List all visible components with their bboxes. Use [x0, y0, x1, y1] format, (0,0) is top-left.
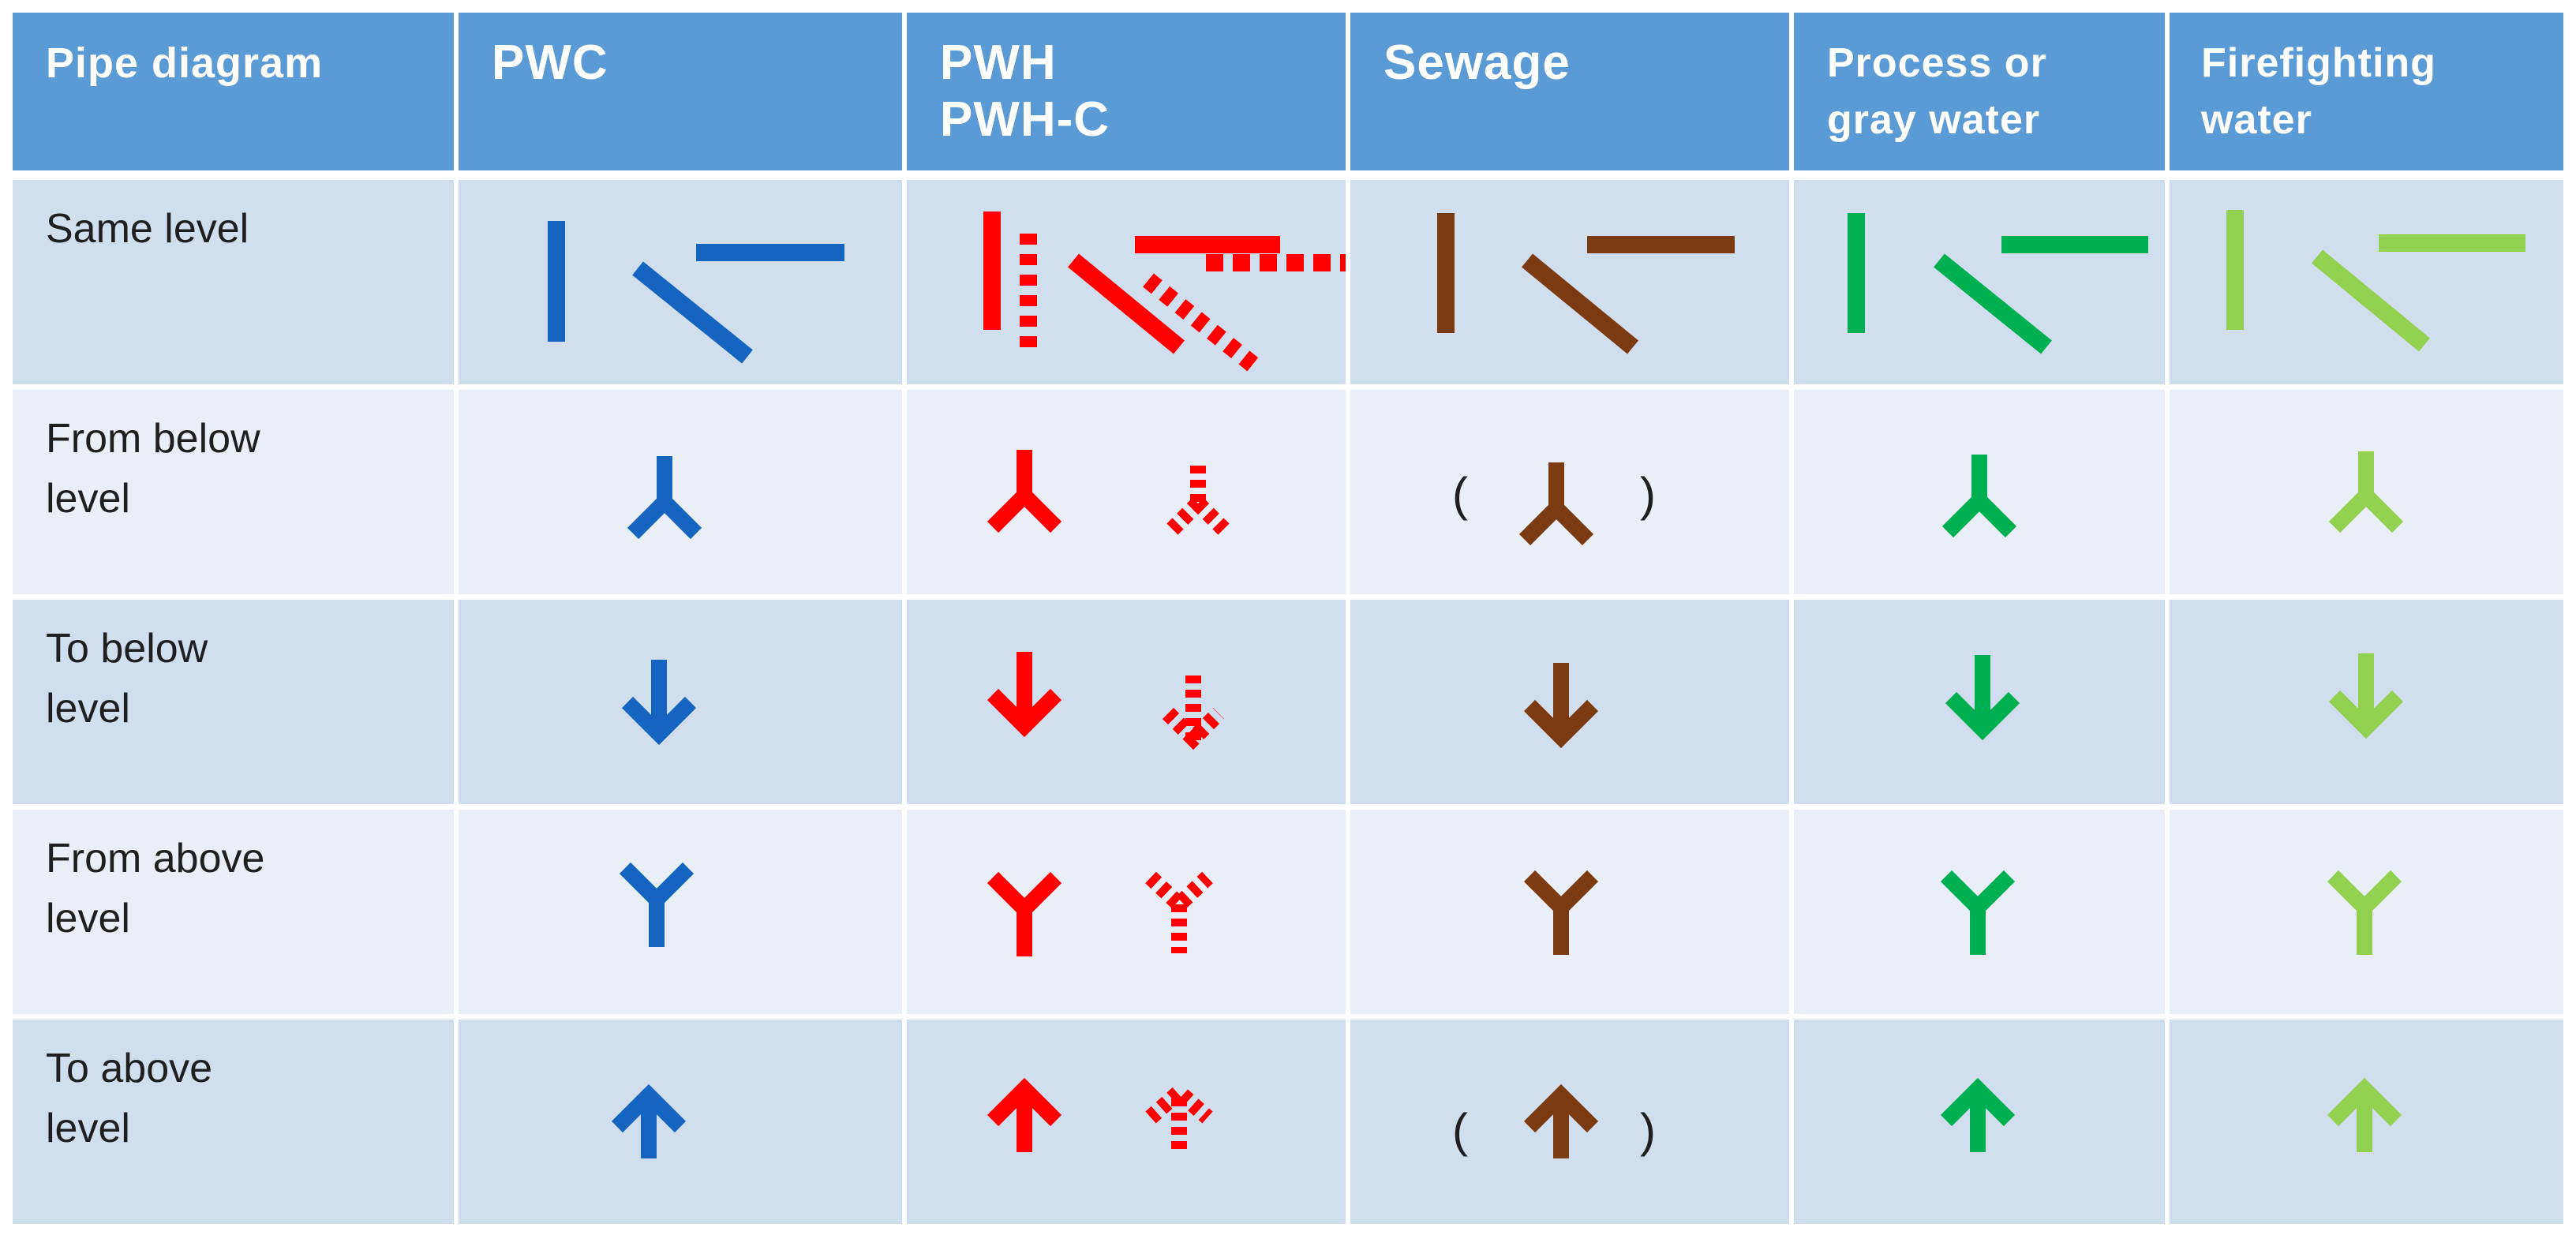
header-process-line-1: Process or — [1827, 40, 2047, 86]
pwc-to-below-icon — [621, 660, 697, 746]
header-pwh: PWH PWH-C — [907, 13, 1346, 170]
pwh-c-to-above-dashed-icon — [1145, 1081, 1213, 1154]
sewage-from-above-icon — [1523, 870, 1599, 955]
cell-from-below-pwc — [459, 390, 902, 594]
row-label-to-above: To above level — [13, 1020, 454, 1224]
sewage-to-above-icon — [1523, 1083, 1599, 1158]
header-pipe-diagram-label: Pipe diagram — [46, 39, 324, 87]
sewage-same-level-icon — [1437, 213, 1735, 354]
pwc-from-below-icon — [627, 456, 702, 540]
row-label-to-above-line-2: level — [46, 1106, 130, 1151]
sewage-to-above-close-paren: ) — [1640, 1104, 1656, 1157]
pwc-from-above-icon — [619, 862, 695, 947]
row-label-to-below-line-2: level — [46, 686, 130, 732]
row-label-from-below: From below level — [13, 390, 454, 594]
pwh-from-above-icon — [987, 871, 1062, 956]
cell-from-above-pwc — [459, 810, 902, 1014]
pwh-c-to-below-dashed-icon — [1162, 676, 1225, 750]
row-label-from-above: From above level — [13, 810, 454, 1014]
header-pwc-label: PWC — [492, 36, 608, 90]
cell-to-above-pwh — [907, 1020, 1346, 1224]
row-label-same-level-text: Same level — [46, 206, 249, 252]
row-label-same-level: Same level — [13, 180, 454, 384]
header-firefighting-line-2: water — [2201, 97, 2312, 143]
pwh-c-from-below-dashed-icon — [1163, 466, 1233, 538]
pwh-to-above-icon — [987, 1077, 1062, 1152]
pwc-to-above-icon — [611, 1083, 687, 1158]
header-pwh-line-2: PWH-C — [940, 92, 1110, 147]
firefighting-from-above-icon — [2327, 870, 2402, 955]
sewage-to-above-open-paren: ( — [1452, 1104, 1468, 1157]
row-label-to-above-line-1: To above — [46, 1046, 213, 1091]
process-same-level-icon — [1848, 213, 2148, 354]
firefighting-diagonal-line — [2312, 249, 2430, 352]
header-firefighting: Firefighting water — [2170, 13, 2563, 170]
cell-from-below-sewage — [1350, 390, 1789, 594]
cell-same-level-sewage — [1350, 180, 1789, 384]
header-process-line-2: gray water — [1827, 97, 2041, 143]
firefighting-to-below-icon — [2328, 653, 2404, 739]
row-label-to-below: To below level — [13, 600, 454, 804]
sewage-diagonal-line — [1522, 253, 1638, 354]
cell-same-level-pwc — [459, 180, 902, 384]
process-to-below-icon — [1945, 655, 2020, 741]
header-sewage: Sewage — [1350, 13, 1789, 170]
header-pwc: PWC — [459, 13, 902, 170]
pwh-same-level-icon — [983, 211, 1346, 376]
row-label-from-below-line-2: level — [46, 476, 130, 522]
row-label-from-above-line-2: level — [46, 896, 130, 941]
pwh-c-diagonal-dashed-line — [1143, 273, 1264, 376]
pwh-to-below-icon — [987, 652, 1062, 738]
row-label-from-below-line-1: From below — [46, 416, 260, 462]
header-sewage-label: Sewage — [1383, 36, 1571, 90]
sewage-to-below-icon — [1523, 663, 1599, 749]
process-from-below-icon — [1941, 455, 2017, 538]
row-label-to-below-line-1: To below — [46, 626, 208, 672]
firefighting-to-above-icon — [2327, 1077, 2402, 1152]
firefighting-same-level-icon — [2226, 210, 2525, 352]
pwc-diagonal-line — [632, 261, 753, 364]
cell-from-above-pwh — [907, 810, 1346, 1014]
cell-to-below-sewage — [1350, 600, 1789, 804]
firefighting-from-below-icon — [2328, 451, 2404, 533]
pwc-same-level-icon — [548, 221, 844, 364]
header-pipe-diagram: Pipe diagram — [13, 13, 454, 170]
pwh-c-from-above-dashed-icon — [1145, 871, 1213, 953]
cell-to-below-pwh — [907, 600, 1346, 804]
pwh-diagonal-line — [1068, 253, 1185, 354]
cell-same-level-pwh — [907, 180, 1346, 384]
sewage-from-below-close-paren: ) — [1640, 468, 1656, 521]
sewage-from-below-icon — [1518, 462, 1594, 546]
row-label-from-above-line-1: From above — [46, 836, 265, 881]
pwh-from-below-icon — [987, 450, 1062, 533]
process-to-above-icon — [1940, 1077, 2016, 1152]
process-diagonal-line — [1934, 253, 2052, 354]
cell-from-below-pwh — [907, 390, 1346, 594]
header-firefighting-line-1: Firefighting — [2201, 40, 2436, 86]
sewage-from-below-open-paren: ( — [1452, 468, 1468, 521]
cell-to-above-sewage — [1350, 1020, 1789, 1224]
cell-from-above-sewage — [1350, 810, 1789, 1014]
header-process: Process or gray water — [1794, 13, 2165, 170]
process-from-above-icon — [1940, 870, 2016, 955]
header-pwh-line-1: PWH — [940, 36, 1057, 90]
